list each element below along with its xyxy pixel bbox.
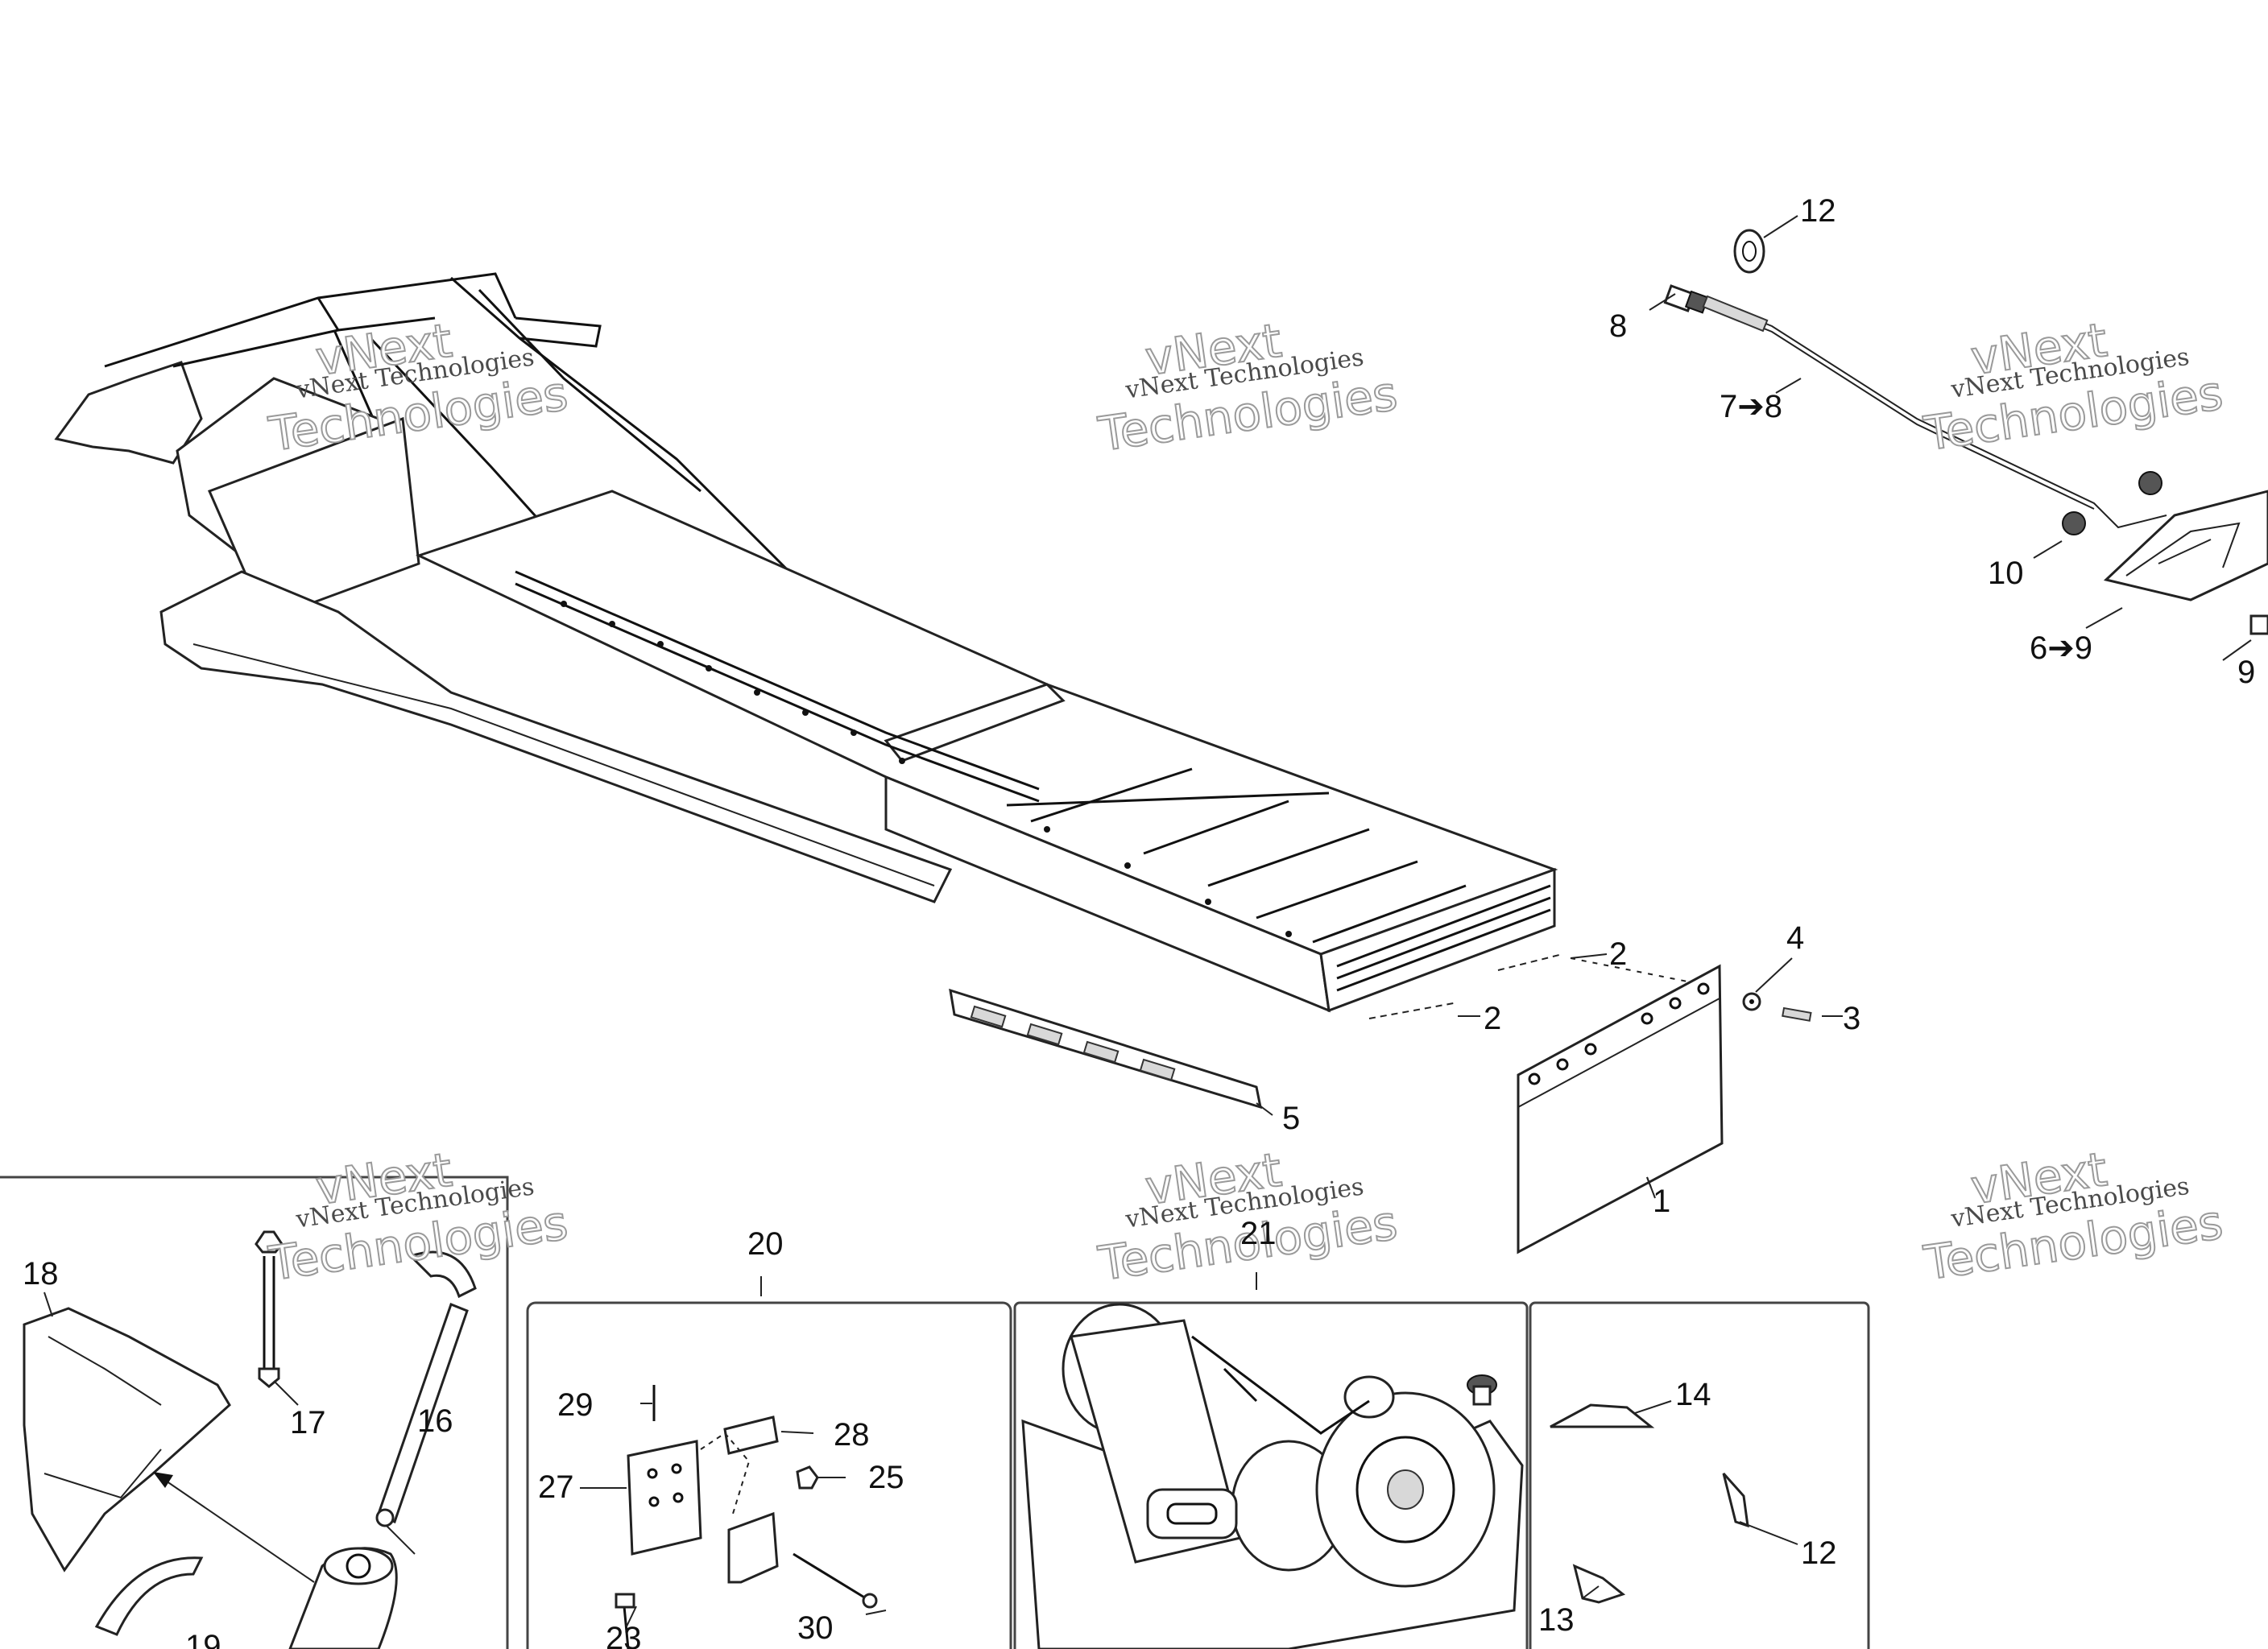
- callout-18: 18: [23, 1256, 59, 1292]
- callout-labels: 12 8 7➔8 10 6➔9 9 2 2 4 3 5 1 18 17 16 1…: [23, 193, 2255, 1649]
- callout-5: 5: [1282, 1101, 1300, 1136]
- watermark-5: vNext vNext Technologies Technologies: [1095, 1142, 1401, 1292]
- callout-19: 19: [185, 1629, 221, 1649]
- callout-9: 9: [2237, 655, 2255, 690]
- callout-13: 13: [1538, 1602, 1575, 1638]
- callout-16: 16: [417, 1403, 453, 1439]
- callout-3: 3: [1843, 1001, 1860, 1036]
- watermark-6: vNext vNext Technologies Technologies: [1919, 1141, 2226, 1292]
- accessory-box-markers: [1529, 1301, 1870, 1649]
- callout-12-top: 12: [1800, 193, 1836, 229]
- callout-30: 30: [797, 1610, 834, 1646]
- callout-7-8: 7➔8: [1720, 389, 1782, 424]
- accessory-box-left: [0, 1176, 509, 1649]
- part-12-clip-top: [1733, 229, 1765, 274]
- part-10-grommet: [2062, 471, 2162, 535]
- watermark-4: vNext vNext Technologies Technologies: [265, 1142, 572, 1292]
- part-4-washer: [1742, 992, 1761, 1011]
- part-3-bolt: [1782, 1006, 1812, 1022]
- callout-21: 21: [1240, 1216, 1277, 1251]
- callout-2-upper: 2: [1609, 936, 1627, 972]
- callout-14: 14: [1675, 1377, 1711, 1412]
- watermark-1: vNext vNext Technologies Technologies: [265, 312, 572, 463]
- callout-27: 27: [538, 1469, 574, 1505]
- callout-28: 28: [834, 1417, 870, 1453]
- callout-2-lower: 2: [1484, 1001, 1501, 1036]
- watermark-3: vNext vNext Technologies Technologies: [1919, 312, 2226, 462]
- part-8-connector: [1663, 284, 1709, 314]
- part-7-harness: [1702, 295, 2167, 529]
- callout-20: 20: [747, 1226, 784, 1262]
- part-6-tail-light: [2103, 490, 2268, 601]
- callout-6-9: 6➔9: [2030, 630, 2092, 666]
- callout-17: 17: [290, 1405, 326, 1440]
- callout-1: 1: [1653, 1184, 1670, 1219]
- leader-lines: [43, 215, 2252, 1627]
- watermark-2: vNext vNext Technologies Technologies: [1095, 312, 1401, 463]
- callout-25: 25: [868, 1460, 904, 1495]
- part-1-mudflap: [1517, 964, 1724, 1254]
- callout-29: 29: [557, 1387, 594, 1423]
- callout-10: 10: [1988, 556, 2024, 591]
- part-2-strips: [1368, 953, 1692, 1019]
- callout-23: 23: [606, 1621, 642, 1649]
- callout-4: 4: [1786, 920, 1804, 956]
- callout-12-bottom: 12: [1801, 1535, 1837, 1571]
- accessory-box-winch: [1013, 1301, 1529, 1649]
- part-9-screw: [2249, 614, 2268, 635]
- callout-8: 8: [1609, 308, 1627, 344]
- part-5-strip: [949, 988, 1262, 1110]
- chassis-frame: [54, 272, 1558, 1013]
- accessory-box-hitch: [526, 1301, 1012, 1649]
